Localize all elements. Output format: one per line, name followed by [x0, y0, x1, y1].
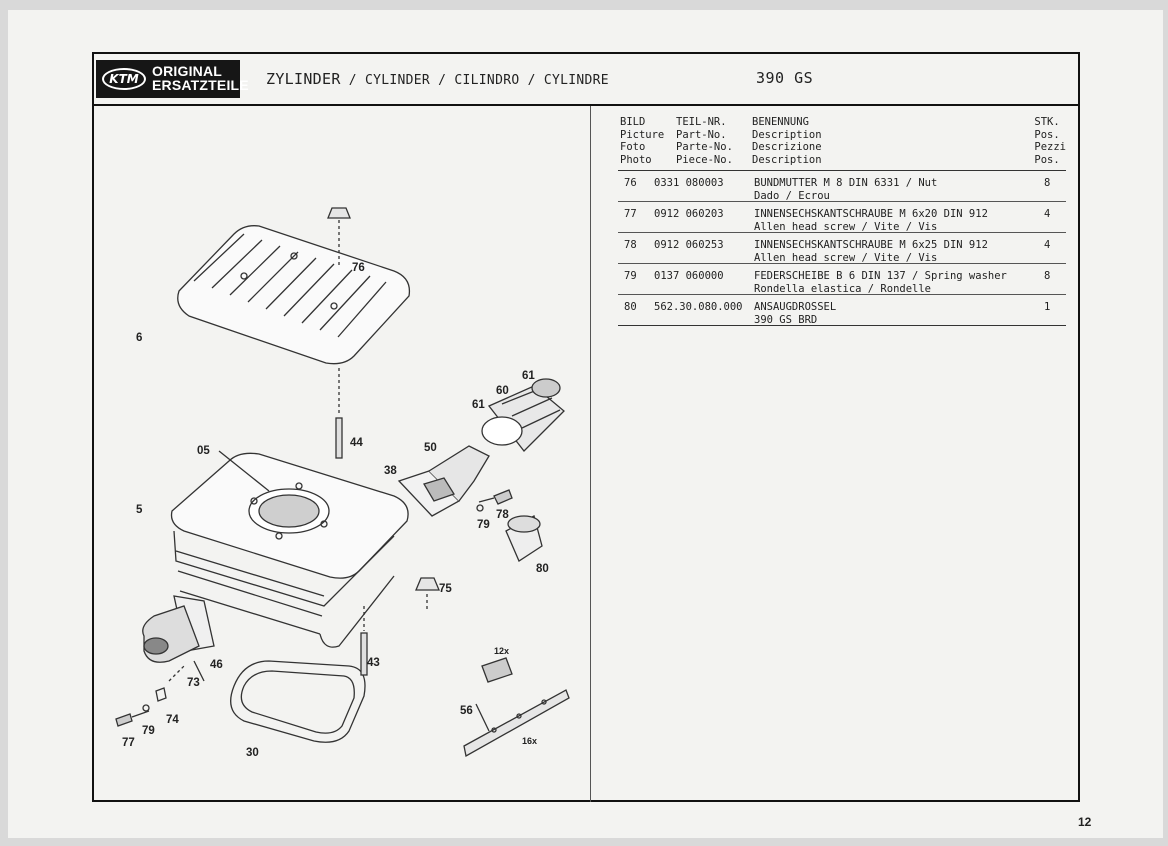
- label-44: 44: [350, 437, 363, 449]
- screw-78-part: [476, 489, 513, 512]
- label-12x: 12x: [494, 646, 509, 656]
- parts-table: BILD Picture Foto Photo TEIL-NR. Part-No…: [618, 114, 1066, 326]
- row-part-number: 0912 060203: [654, 208, 724, 220]
- page-header: KTM ORIGINAL ERSATZTEILE ZYLINDER / CYLI…: [94, 54, 1078, 106]
- row-bild: 77: [624, 208, 637, 220]
- row-quantity: 4: [1044, 239, 1051, 251]
- row-part-number: 562.30.080.000: [654, 301, 743, 313]
- label-43: 43: [367, 657, 380, 669]
- label-50: 50: [424, 442, 437, 454]
- label-75: 75: [439, 583, 452, 595]
- reed-pad-part: [463, 657, 570, 758]
- table-row: 78 0912 060253 INNENSECHSKANTSCHRAUBE M …: [618, 233, 1066, 264]
- column-divider: [590, 106, 591, 802]
- cylinder-head-part: [177, 225, 411, 365]
- reed-valve-part: [397, 445, 490, 517]
- table-row: 79 0137 060000 FEDERSCHEIBE B 6 DIN 137 …: [618, 264, 1066, 295]
- table-row: 76 0331 080003 BUNDMUTTER M 8 DIN 6331 /…: [618, 171, 1066, 202]
- row-part-number: 0331 080003: [654, 177, 724, 189]
- label-60: 60: [496, 385, 509, 397]
- page-number: 12: [1078, 815, 1092, 829]
- label-77: 77: [122, 737, 135, 749]
- row-part-number: 0912 060253: [654, 239, 724, 251]
- row-bild: 76: [624, 177, 637, 189]
- logo-text-ersatzteile: ERSATZTEILE: [152, 77, 249, 93]
- col-benennung: BENENNUNG Description Descrizione Descri…: [752, 116, 822, 166]
- ktm-logo: KTM ORIGINAL ERSATZTEILE: [96, 60, 249, 98]
- screw-77-part: [115, 665, 185, 727]
- label-76: 76: [352, 262, 365, 274]
- page-frame: KTM ORIGINAL ERSATZTEILE ZYLINDER / CYLI…: [92, 52, 1080, 802]
- row-description: FEDERSCHEIBE B 6 DIN 137 / Spring washer…: [754, 270, 1007, 295]
- row-quantity: 8: [1044, 270, 1051, 282]
- intake-restrictor-part: [505, 515, 543, 562]
- label-80: 80: [536, 563, 549, 575]
- label-5: 5: [136, 504, 143, 516]
- base-gasket-part: [230, 660, 366, 743]
- diagram-svg: 76 6 44 05 5 38 50 61 60 61 79 78 80 75 …: [115, 207, 570, 759]
- label-73: 73: [187, 677, 200, 689]
- cylinder-part: [170, 452, 409, 648]
- stud-43-part: [360, 606, 368, 676]
- catalog-page: KTM ORIGINAL ERSATZTEILE ZYLINDER / CYLI…: [8, 10, 1163, 838]
- label-79-left: 79: [142, 725, 155, 737]
- col-teil-nr: TEIL-NR. Part-No. Parte-No. Piece-No.: [676, 116, 733, 166]
- ktm-logo-mark: KTM: [102, 68, 146, 90]
- logo-text-original: ORIGINAL: [152, 63, 223, 79]
- label-46: 46: [210, 659, 223, 671]
- model-name: 390 GS: [756, 69, 814, 87]
- row-bild: 78: [624, 239, 637, 251]
- row-quantity: 8: [1044, 177, 1051, 189]
- row-quantity: 4: [1044, 208, 1051, 220]
- col-stk: STK. Pos. Pezzi Pos.: [1034, 116, 1066, 166]
- exploded-diagram: 76 6 44 05 5 38 50 61 60 61 79 78 80 75 …: [94, 106, 588, 802]
- label-6: 6: [136, 332, 142, 344]
- title-translations: / CYLINDER / CILINDRO / CYLINDRE: [340, 73, 609, 88]
- title-main: ZYLINDER: [266, 70, 341, 88]
- row-bild: 79: [624, 270, 637, 282]
- label-05: 05: [197, 445, 210, 457]
- intake-rubber-part: [481, 378, 565, 452]
- row-quantity: 1: [1044, 301, 1051, 313]
- label-38: 38: [384, 465, 397, 477]
- page-title: ZYLINDER / CYLINDER / CILINDRO / CYLINDR…: [266, 70, 609, 88]
- nut-76-part: [327, 207, 351, 266]
- table-row: 77 0912 060203 INNENSECHSKANTSCHRAUBE M …: [618, 202, 1066, 233]
- row-bild: 80: [624, 301, 637, 313]
- label-74: 74: [166, 714, 179, 726]
- nut-75-part: [415, 577, 440, 611]
- label-30: 30: [246, 747, 259, 759]
- row-part-number: 0137 060000: [654, 270, 724, 282]
- exhaust-flange-part: [142, 595, 215, 663]
- parts-table-header: BILD Picture Foto Photo TEIL-NR. Part-No…: [618, 114, 1066, 171]
- label-56: 56: [460, 705, 473, 717]
- label-61-bottom: 61: [472, 399, 485, 411]
- stud-44-part: [335, 368, 343, 459]
- label-16x: 16x: [522, 736, 537, 746]
- label-78: 78: [496, 509, 509, 521]
- label-79-right: 79: [477, 519, 490, 531]
- label-61-top: 61: [522, 370, 535, 382]
- col-bild: BILD Picture Foto Photo: [620, 116, 665, 166]
